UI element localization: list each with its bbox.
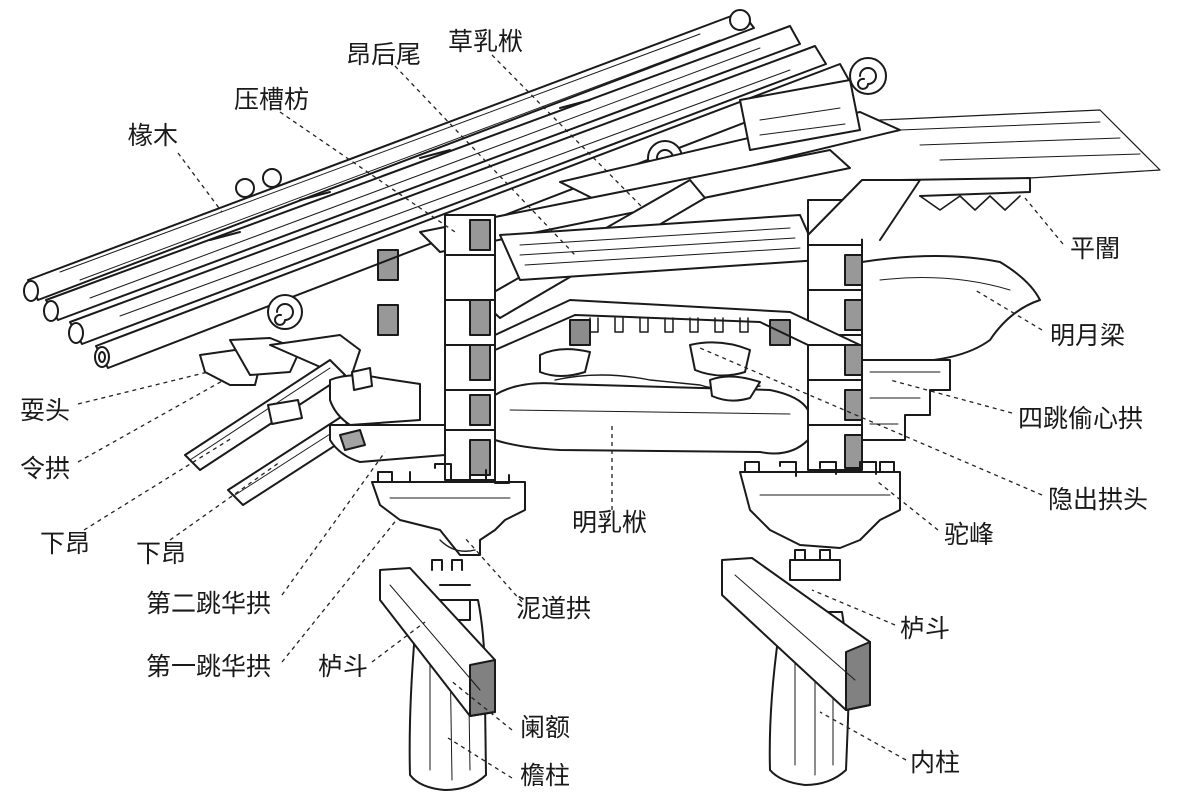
label-yanzhu: 檐柱: [520, 761, 571, 790]
label-shuatou: 耍头: [20, 396, 71, 425]
label-caorufu: 草乳栿: [448, 27, 524, 56]
lintel-beam-right: [721, 557, 871, 711]
label-pingan: 平闇: [1070, 234, 1121, 263]
leader-shuatou: [77, 371, 209, 405]
right-stepped-bracket-arm: [861, 359, 951, 441]
leader-nidaogong: [464, 537, 523, 603]
leader-caorufu: [491, 54, 643, 208]
leader-sitiao: [889, 379, 1013, 414]
leader-diyijiao: [281, 517, 399, 663]
leader-neizhu: [819, 711, 907, 761]
leader-ludou-right: [811, 589, 896, 626]
label-ludou-left: 栌斗: [318, 652, 369, 681]
label-dierjiao-huagong: 第二跳华拱: [146, 589, 272, 618]
label-mingrufu: 明乳栿: [572, 508, 648, 537]
label-chuanmu: 椽木: [128, 121, 179, 150]
leader-xiaang-1: [83, 437, 233, 531]
label-yinchu-gongtou: 隐出拱头: [1048, 485, 1149, 514]
rafter: [23, 11, 755, 302]
rafters: [23, 9, 851, 369]
leader-chuanmu: [177, 152, 223, 213]
lintel-beam-left: [379, 567, 496, 717]
label-xiaang-2: 下昂: [136, 539, 187, 568]
left-outer-brackets: [184, 334, 446, 506]
label-mingyueliang: 明月梁: [1050, 321, 1126, 350]
label-xiaang-1: 下昂: [40, 529, 91, 558]
left-bracket-stack: [377, 214, 496, 481]
label-tuofeng: 驼峰: [944, 520, 995, 549]
label-linggong: 令拱: [20, 454, 71, 483]
leader-tuofeng: [877, 481, 939, 531]
label-sitiao-touxingong: 四跳偷心拱: [1018, 404, 1144, 433]
label-ludou-right: 栌斗: [900, 614, 951, 643]
upper-beams: [419, 79, 901, 319]
label-lane: 阑额: [520, 713, 571, 742]
rafter: [68, 45, 827, 345]
leader-yinchu: [699, 347, 1043, 496]
leader-xiaang-2: [169, 461, 281, 541]
leader-lines: [77, 54, 1064, 779]
ceiling-panel: [879, 109, 1161, 211]
left-lower-bracket: [371, 463, 526, 556]
right-lower-bracket: [739, 461, 901, 581]
label-yacaofang: 压槽枋: [234, 85, 310, 114]
rafter: [43, 25, 801, 322]
main-tie-beam: [494, 341, 809, 455]
label-diyijiao-huagong: 第一跳华拱: [146, 652, 272, 681]
leader-dierjiao: [281, 451, 386, 596]
leader-pingan: [1024, 197, 1064, 245]
leader-ludou-left: [371, 621, 426, 663]
central-ceiling: [494, 299, 861, 351]
leader-lane: [449, 679, 513, 731]
leader-mingyueliang: [974, 289, 1043, 331]
leader-anghouwei: [394, 65, 576, 256]
leader-linggong: [77, 379, 225, 463]
label-anghouwei: 昂后尾: [346, 40, 422, 69]
label-neizhu: 内柱: [910, 748, 961, 777]
crescent-beam: [861, 255, 1041, 363]
label-nidaogong: 泥道拱: [516, 594, 592, 623]
leader-yacaofang: [279, 111, 456, 233]
